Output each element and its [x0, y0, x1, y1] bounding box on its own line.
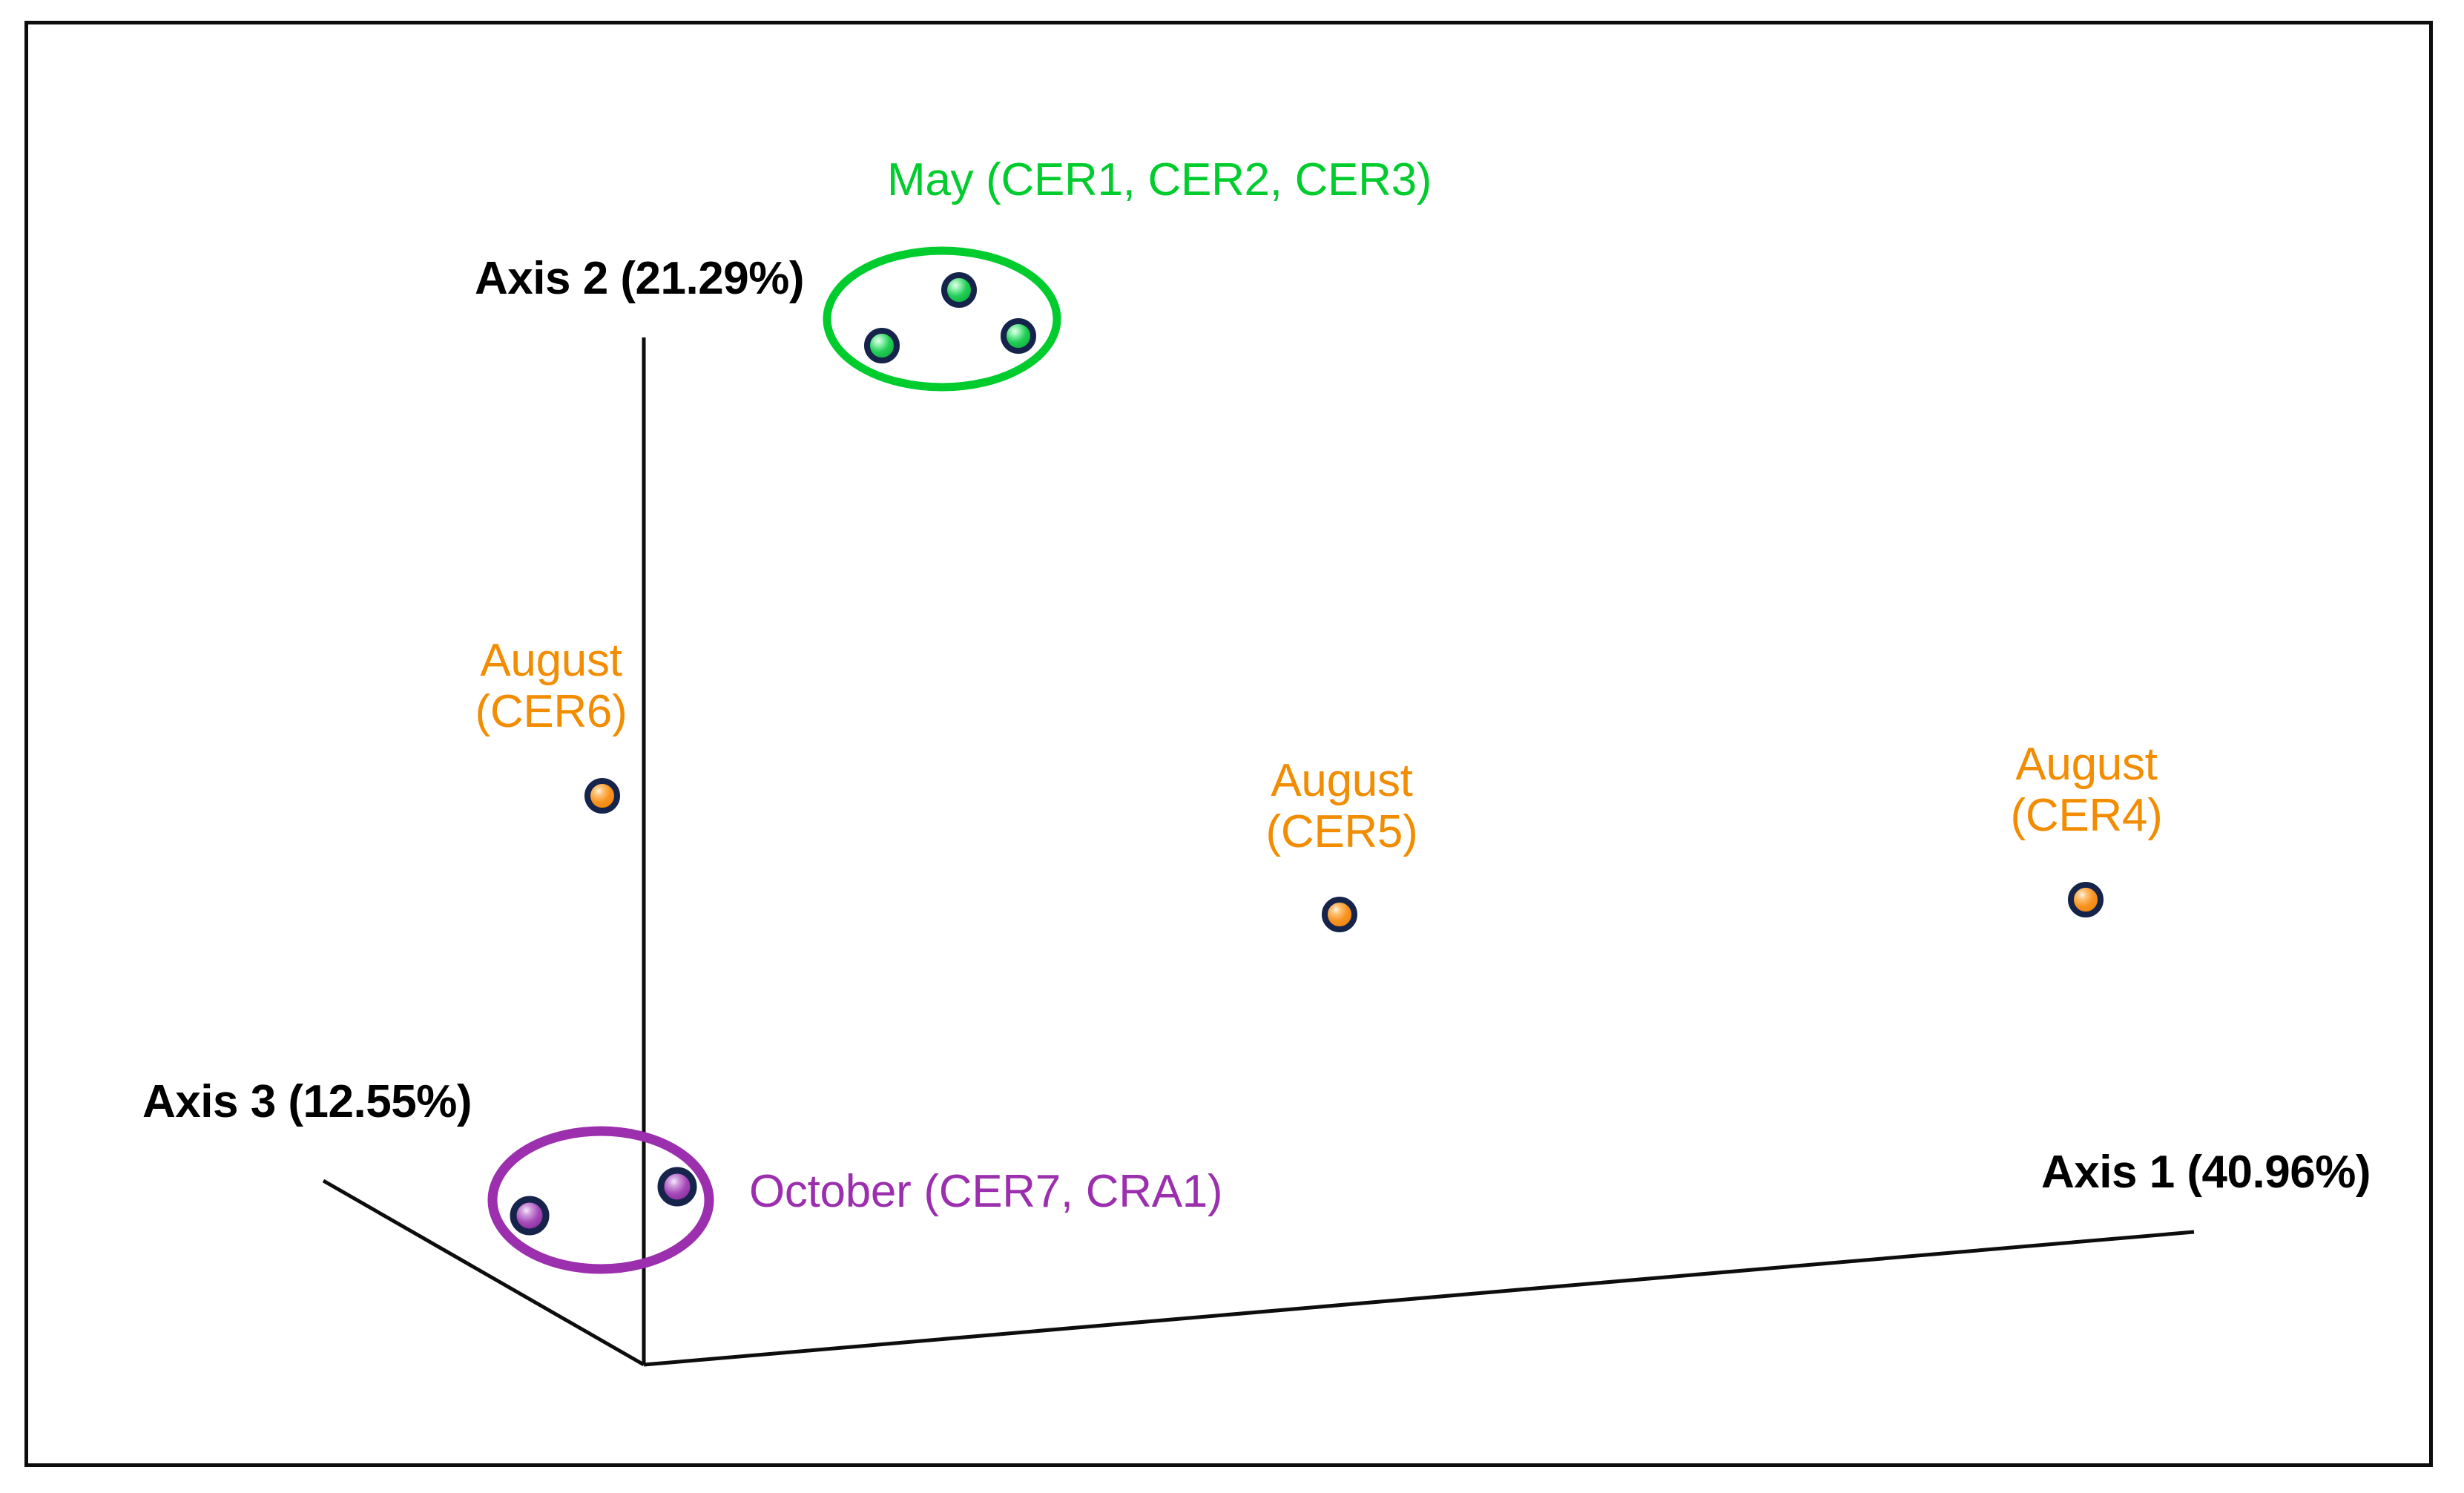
group-ellipses	[487, 246, 1061, 1274]
point-cer3[interactable]	[1001, 318, 1036, 354]
axis-3-line	[322, 1179, 645, 1367]
axis-2-label: Axis 2 (21.29%)	[475, 253, 804, 304]
group-label-august-cer6-line2: (CER6)	[475, 686, 627, 738]
group-label-august-cer6-line1: August	[480, 635, 622, 686]
group-label-august-cer5-line2: (CER5)	[1265, 806, 1418, 858]
point-cer2[interactable]	[941, 272, 977, 308]
figure-border	[24, 21, 2433, 1467]
data-points	[510, 272, 2104, 1236]
group-label-august-cer5-line1: August	[1271, 755, 1413, 806]
axis-3-label: Axis 3 (12.55%)	[142, 1076, 472, 1127]
point-cer6[interactable]	[584, 778, 620, 814]
point-cer1[interactable]	[864, 328, 900, 363]
point-cer7[interactable]	[510, 1196, 550, 1236]
point-cra1[interactable]	[657, 1167, 697, 1207]
ellipse-may	[823, 246, 1061, 392]
axis-1-label: Axis 1 (40.96%)	[2041, 1147, 2371, 1198]
group-label-august-cer5: August (CER5)	[1234, 755, 1449, 858]
axis-lines	[322, 337, 2195, 1367]
group-label-october: October (CER7, CRA1)	[749, 1166, 1223, 1217]
group-label-august-cer4-line2: (CER4)	[2010, 790, 2163, 842]
point-cer5[interactable]	[1322, 897, 1357, 932]
axis-1-line	[643, 1230, 2195, 1367]
group-label-august-cer6: August (CER6)	[444, 635, 659, 738]
group-label-august-cer4-line1: August	[2015, 739, 2158, 790]
group-label-august-cer4: August (CER4)	[1979, 739, 2194, 842]
group-label-may: May (CER1, CER2, CER3)	[887, 154, 1432, 205]
ellipse-october	[487, 1126, 714, 1274]
point-cer4[interactable]	[2068, 882, 2104, 917]
